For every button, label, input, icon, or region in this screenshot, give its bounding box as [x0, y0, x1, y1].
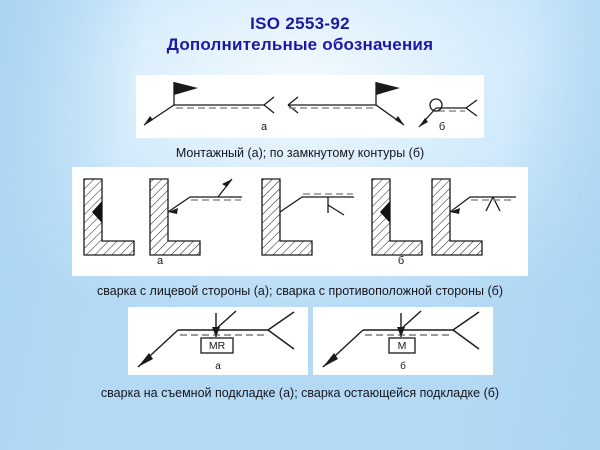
- diagram-panel-permanent-backing: M б: [313, 307, 493, 375]
- title-block: ISO 2553-92 Дополнительные обозначения: [0, 14, 600, 56]
- caption-weld-side: сварка с лицевой стороны (а); сварка с п…: [97, 284, 503, 298]
- backing-symbol-box: [388, 337, 416, 354]
- tee-joint-section: [431, 178, 483, 256]
- leader-arrowhead: [419, 118, 428, 127]
- panel-one-sublabel-b: б: [438, 121, 446, 133]
- panel-three-sublabel-b: б: [400, 360, 406, 372]
- tee-joint-section: [261, 178, 313, 256]
- leader-arrowhead: [397, 327, 405, 337]
- weld-bead: [92, 201, 102, 223]
- leader-arrowhead: [450, 208, 460, 214]
- field-weld-symbols-drawing: [143, 82, 478, 128]
- tee-joint-section: [371, 178, 423, 256]
- leader-arrowhead: [168, 208, 178, 214]
- caption-backing: сварка на съемной подкладке (а); сварка …: [100, 386, 500, 400]
- leader-arrowhead: [144, 116, 153, 125]
- diagram-panel-field-weld: а б: [136, 75, 484, 138]
- leader-arrowhead: [138, 353, 153, 367]
- leader-arrowhead: [222, 179, 232, 187]
- leader-arrowhead: [395, 116, 404, 125]
- panel-three-sublabel-a: а: [215, 361, 221, 372]
- caption-field-weld: Монтажный (а); по замкнутому контуры (б): [175, 146, 425, 160]
- tee-joint-section: [83, 178, 135, 256]
- field-weld-flag-icon: [174, 82, 198, 95]
- weld-bead: [380, 201, 390, 223]
- leader-arrowhead: [212, 327, 220, 337]
- tee-joint-section: [149, 178, 201, 256]
- leader-arrowhead: [323, 353, 338, 367]
- panel-one-sublabel-a: а: [260, 121, 268, 133]
- backing-symbol-box: [200, 337, 234, 354]
- panel-two-sublabel-a: а: [156, 255, 164, 267]
- panel-two-sublabel-b: б: [397, 255, 405, 267]
- permanent-backing-drawing: M б: [322, 310, 480, 372]
- page-title-standard: ISO 2553-92: [250, 14, 350, 33]
- weld-all-around-circle-icon: [429, 98, 443, 112]
- removable-backing-drawing: MR а: [137, 310, 295, 372]
- backing-symbol-text: M: [398, 340, 407, 352]
- backing-symbol-text: MR: [209, 340, 226, 352]
- weld-side-cross-sections-drawing: [83, 178, 516, 256]
- page-title-subtitle: Дополнительные обозначения: [166, 35, 434, 54]
- field-weld-flag-icon: [376, 82, 400, 95]
- diagram-panel-weld-side: а б: [72, 167, 528, 276]
- diagram-panel-removable-backing: MR а: [128, 307, 308, 375]
